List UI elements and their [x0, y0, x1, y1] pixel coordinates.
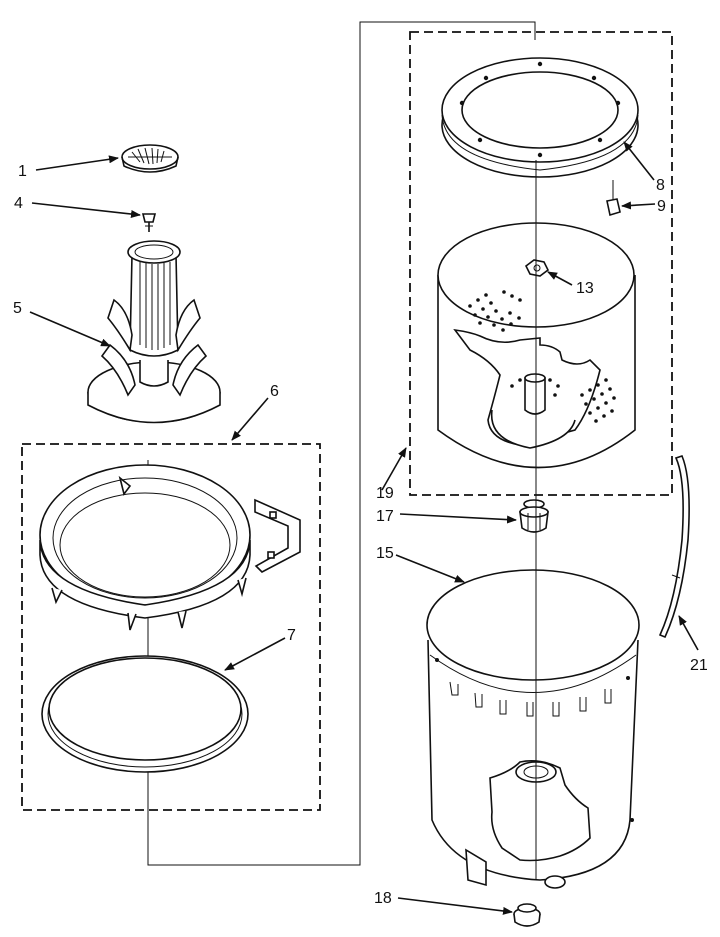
- part-13-nut: [524, 259, 550, 277]
- part-17-hub: [519, 499, 549, 533]
- leader-lines: [29, 141, 699, 915]
- label-part-7: 7: [287, 627, 296, 644]
- label-part-13: 13: [576, 280, 594, 297]
- label-part-6: 6: [270, 383, 279, 400]
- label-part-17: 17: [376, 508, 394, 525]
- group-box-6-7: [21, 443, 321, 811]
- part-21-hose: [658, 455, 690, 639]
- label-part-1: 1: [18, 163, 27, 180]
- part-18-drain-plug: [513, 903, 541, 927]
- part-labels: 1 4 5 6 7 8 9 13 15 17 18 19 21: [13, 163, 708, 907]
- assembly-connector-line: [147, 21, 536, 866]
- part-9-clip: [606, 180, 621, 217]
- part-1-agitator-cap: [121, 144, 179, 173]
- part-7-snap-ring: [41, 655, 249, 773]
- part-15-outer-tub: [426, 569, 640, 889]
- group-box-19: [409, 31, 673, 496]
- label-part-21: 21: [690, 657, 708, 674]
- part-6-tub-ring: [39, 464, 301, 631]
- label-part-9: 9: [657, 198, 666, 215]
- part-8-balance-ring: [441, 57, 639, 178]
- label-part-15: 15: [376, 545, 394, 562]
- part-4-screw: [141, 213, 157, 232]
- label-part-19: 19: [376, 485, 394, 502]
- label-part-4: 4: [14, 195, 23, 212]
- label-part-5: 5: [13, 300, 22, 317]
- part-5-agitator: [87, 240, 221, 424]
- label-part-8: 8: [656, 177, 665, 194]
- label-part-18: 18: [374, 890, 392, 907]
